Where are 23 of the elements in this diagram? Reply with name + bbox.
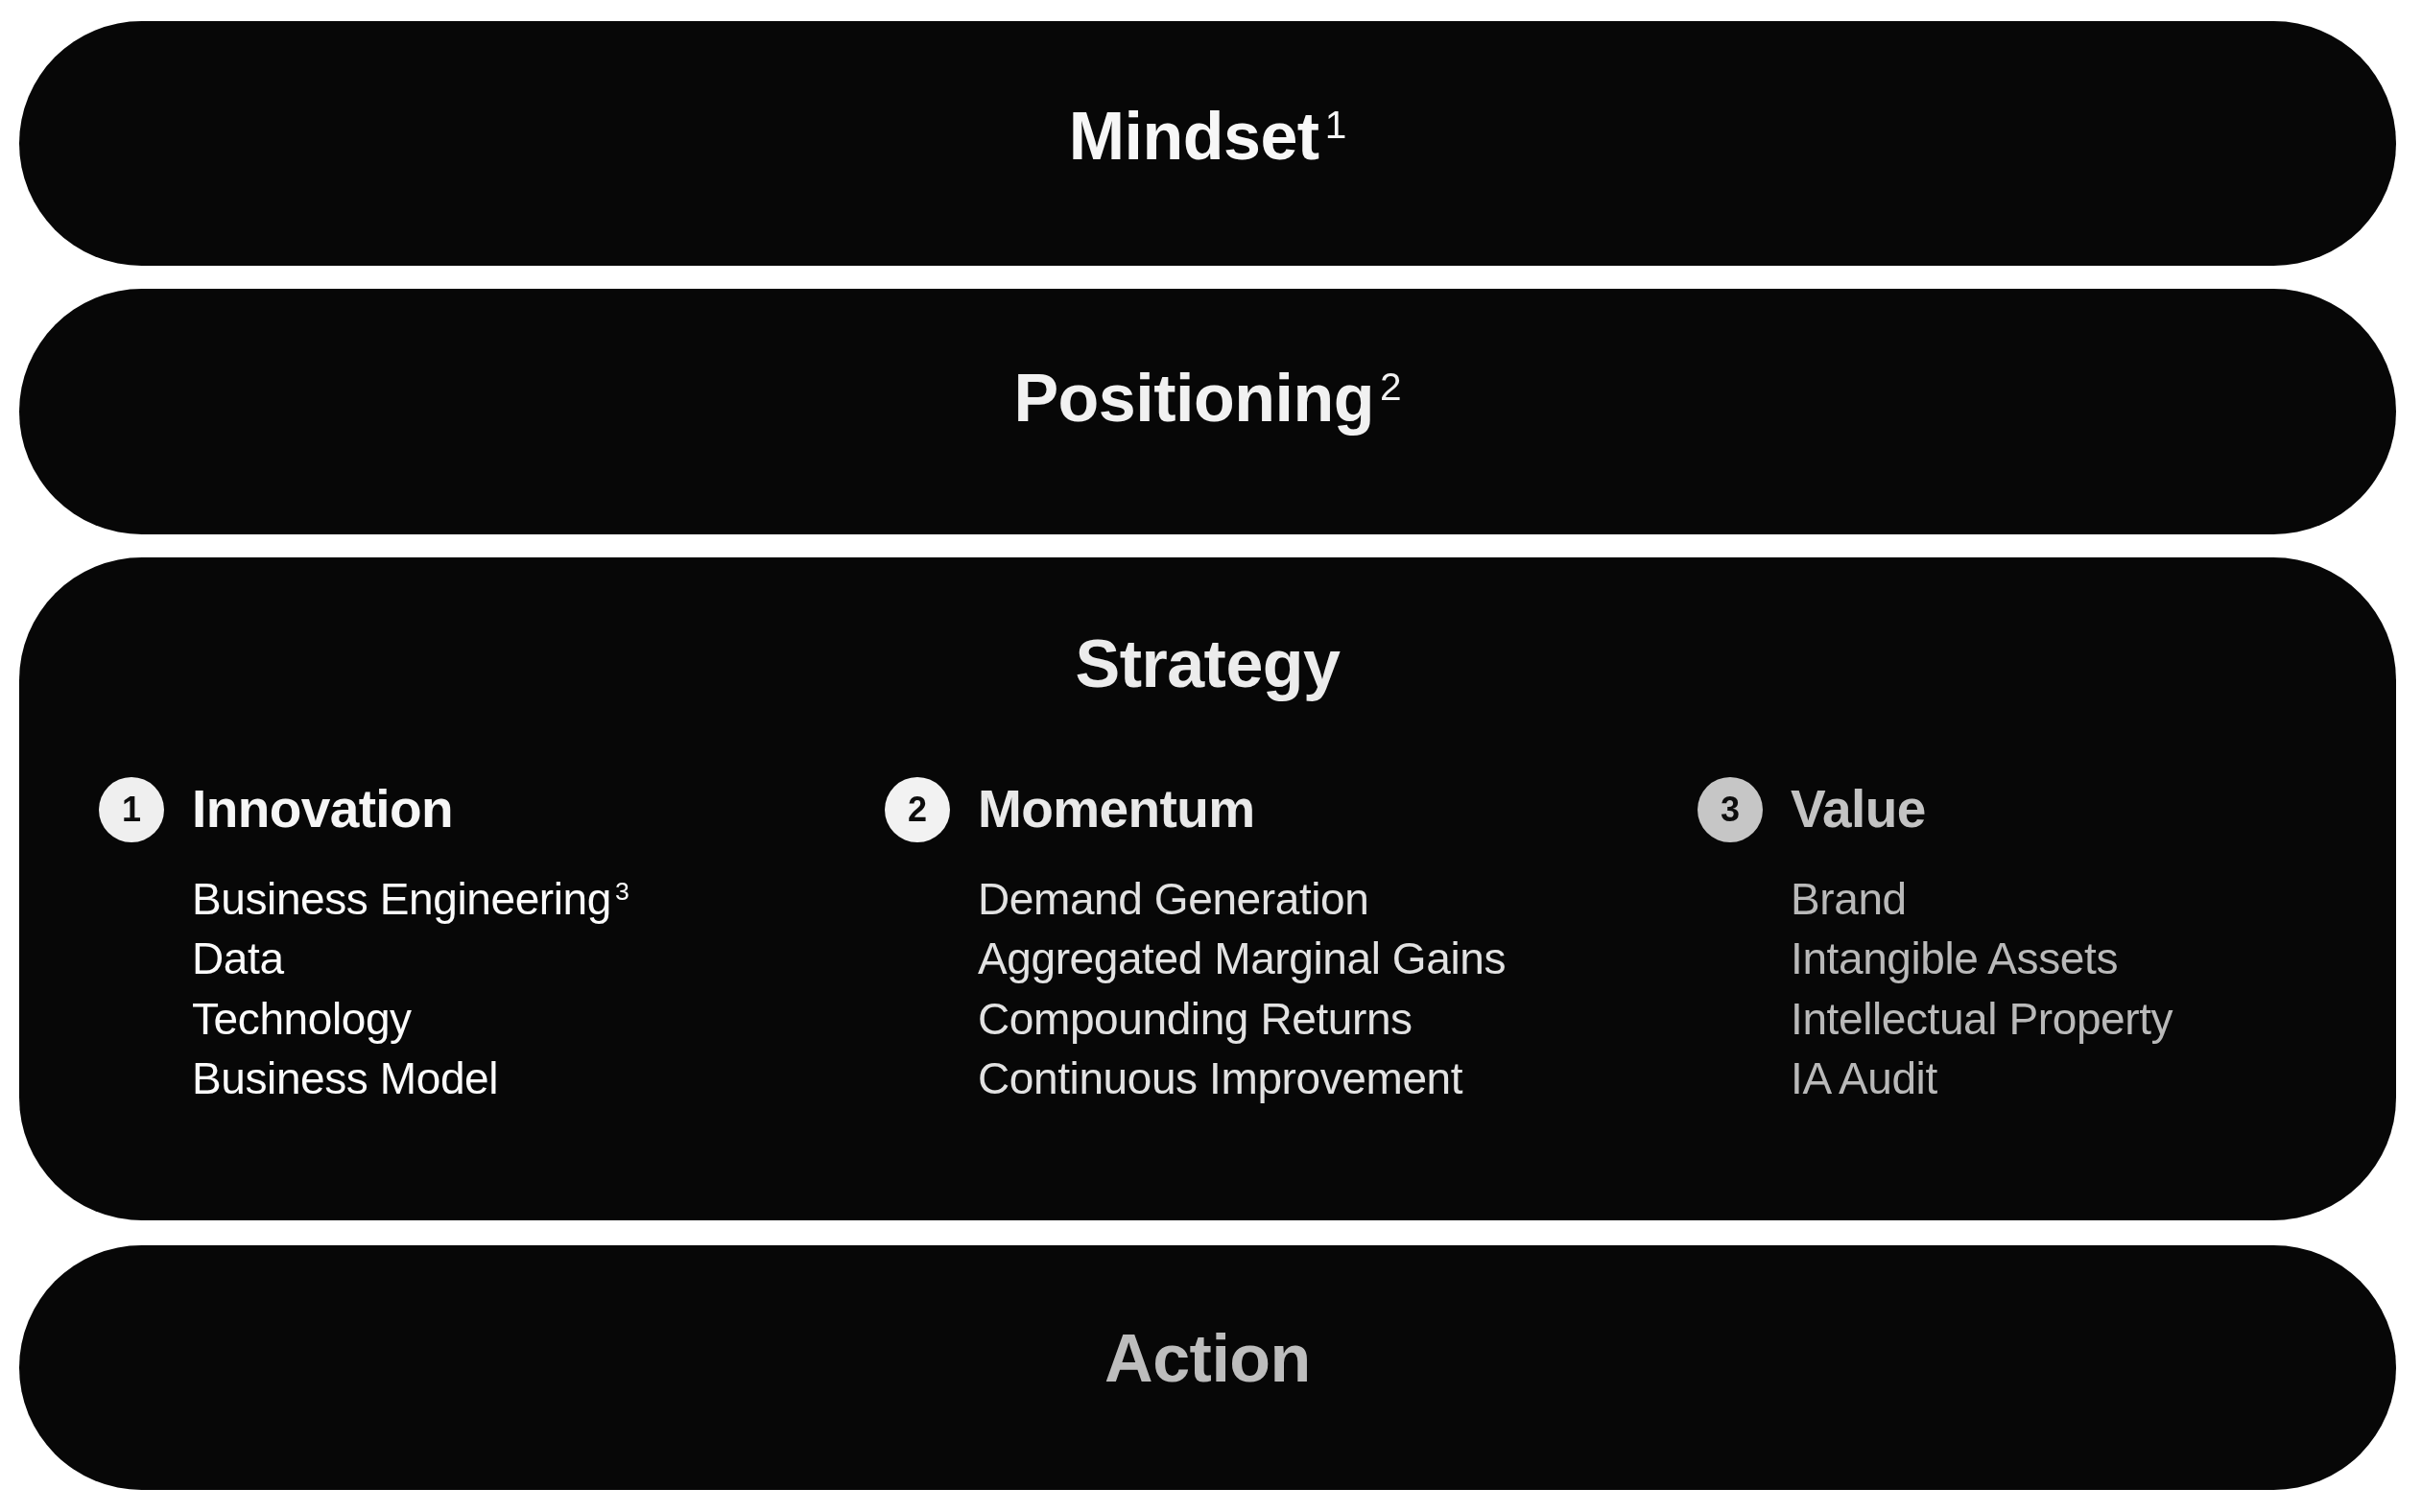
panel-title: Strategy bbox=[1075, 625, 1341, 703]
list-item: Demand Generation bbox=[978, 873, 1369, 925]
number-circle: 2 bbox=[885, 777, 950, 842]
list-item: Brand bbox=[1791, 873, 1907, 925]
list-item: Continuous Improvement bbox=[978, 1052, 1463, 1104]
column-heading: Momentum bbox=[978, 779, 1255, 840]
band-title: Mindset$^{1}$ bbox=[1068, 97, 1347, 176]
number-circle: 3 bbox=[1698, 777, 1763, 842]
column-heading: Value bbox=[1791, 779, 1926, 840]
list-item: Technology bbox=[192, 993, 412, 1045]
rounded-panel bbox=[19, 557, 2396, 1220]
list-item: Intangible Assets bbox=[1791, 933, 2118, 984]
list-item: Data bbox=[192, 933, 284, 984]
list-item: Compounding Returns bbox=[978, 993, 1413, 1045]
list-item: Aggregated Marginal Gains bbox=[978, 933, 1506, 984]
list-item: IA Audit bbox=[1791, 1052, 1937, 1104]
column-heading: Innovation bbox=[192, 779, 454, 840]
band-title: Positioning$^{2}$ bbox=[1013, 359, 1402, 437]
list-item: Intellectual Property bbox=[1791, 993, 2173, 1045]
number-circle: 1 bbox=[99, 777, 164, 842]
band-title: Action bbox=[1104, 1319, 1311, 1398]
list-item: Business Engineering$^{3}$ bbox=[192, 873, 629, 925]
list-item: Business Model bbox=[192, 1052, 499, 1104]
